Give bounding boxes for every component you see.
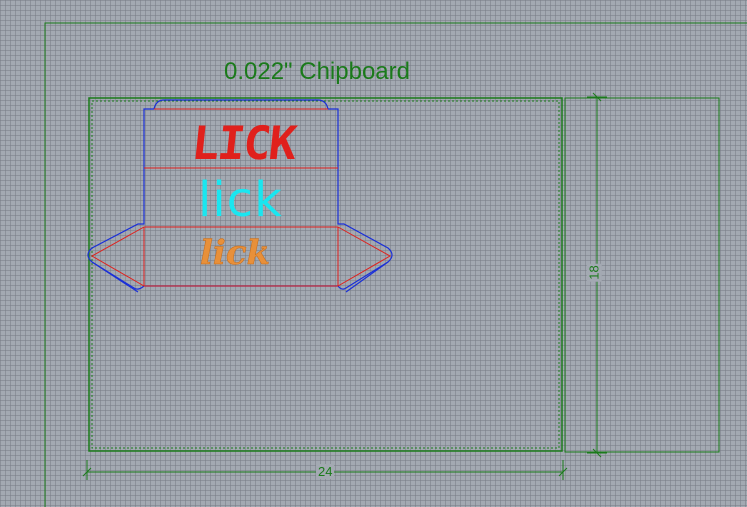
secondary-sheet[interactable]: [564, 97, 720, 453]
box-template[interactable]: [87, 99, 393, 293]
page-frame: [44, 22, 747, 507]
bottom-flap-cut: [91, 261, 389, 293]
height-dimension-label: 18: [586, 263, 602, 282]
design-text-lick-bold[interactable]: LICK: [189, 116, 298, 170]
score-lines: [90, 108, 392, 287]
material-label: 0.022" Chipboard: [224, 58, 410, 85]
design-text-lick-light[interactable]: lick: [198, 172, 283, 228]
design-text-lick-script[interactable]: lick: [200, 233, 271, 274]
material-sheet-inner: [91, 100, 560, 449]
material-sheet[interactable]: [88, 97, 563, 452]
width-dimension-label: 24: [316, 464, 335, 479]
